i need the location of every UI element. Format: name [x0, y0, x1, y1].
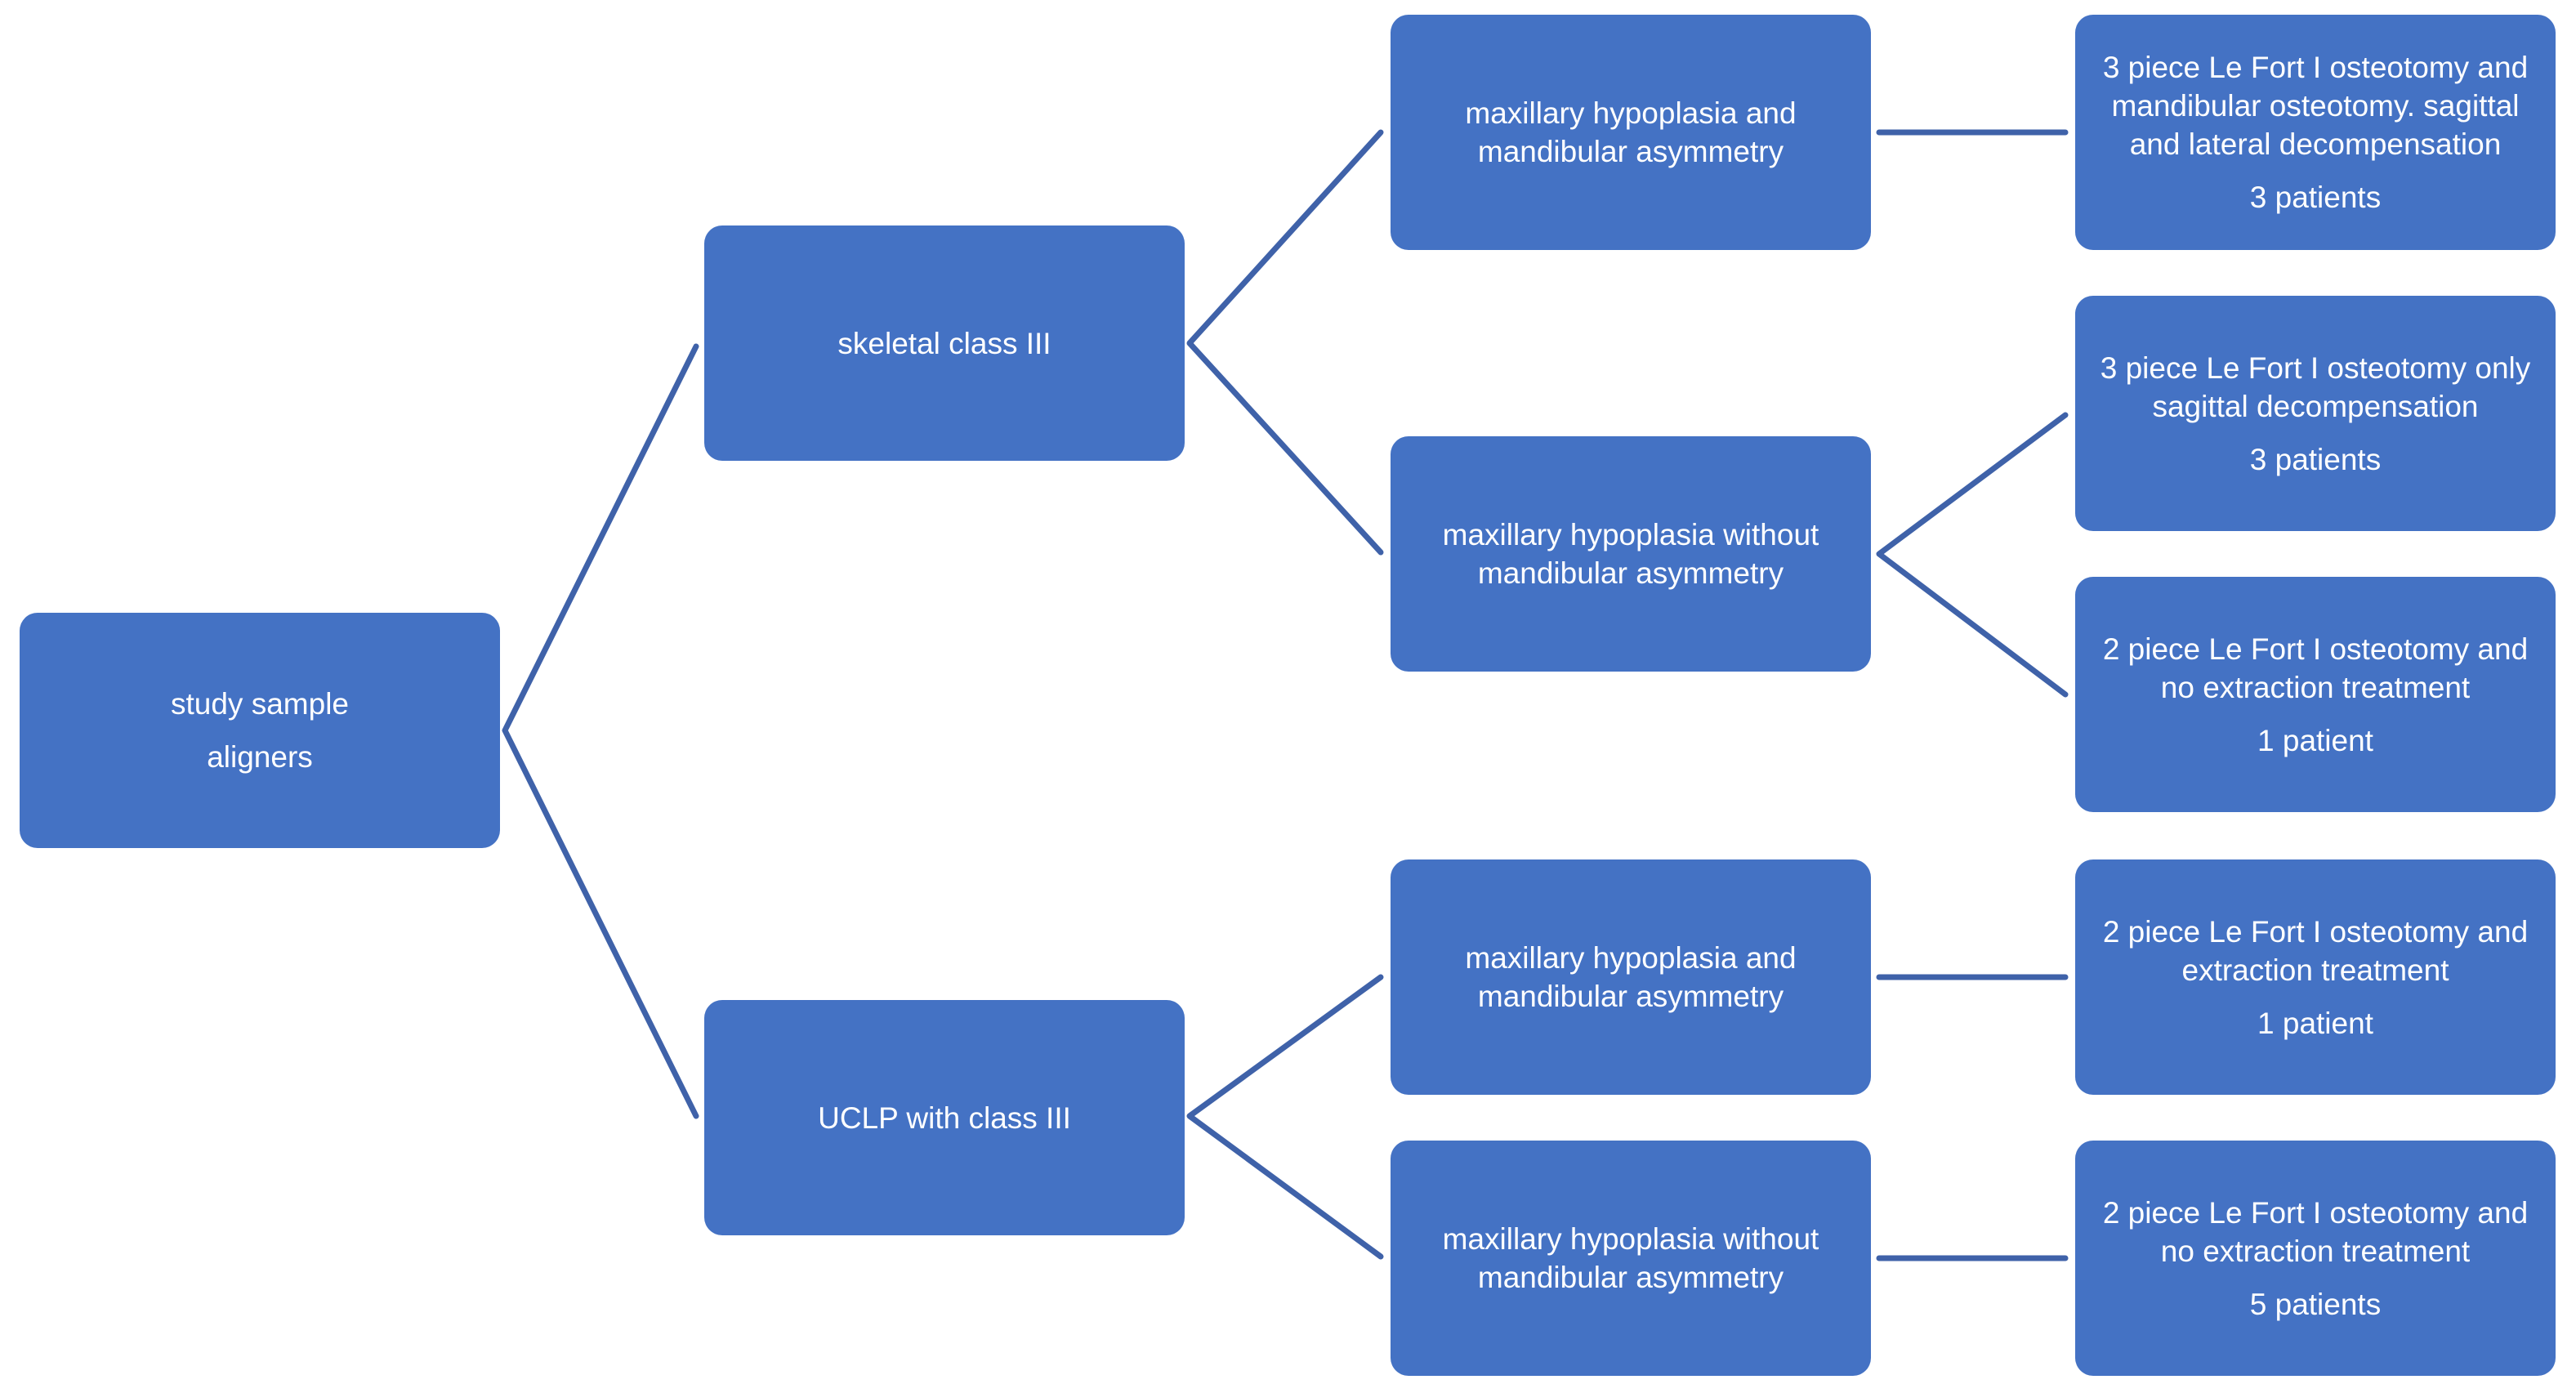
- node-text: 3 piece Le Fort I osteotomy only: [2100, 350, 2531, 385]
- node-treatment-3: 2 piece Le Fort I osteotomy and no extra…: [2075, 577, 2556, 812]
- node-maxillary-with-asymmetry-2: maxillary hypoplasia and mandibular asym…: [1391, 859, 1871, 1095]
- patient-count: 5 patients: [2249, 1287, 2382, 1321]
- node-text: no extraction treatment: [2160, 670, 2471, 704]
- node-treatment-5: 2 piece Le Fort I osteotomy and no extra…: [2075, 1141, 2556, 1376]
- node-text: UCLP with class III: [818, 1101, 1071, 1135]
- node-text: no extraction treatment: [2160, 1234, 2471, 1268]
- connector-root-skeletal: [502, 343, 699, 1119]
- node-text: maxillary hypoplasia without: [1442, 518, 1819, 551]
- node-study-sample: study sample aligners: [20, 613, 500, 848]
- patient-count: 3 patients: [2249, 442, 2382, 476]
- node-text: mandibular asymmetry: [1477, 135, 1784, 168]
- node-text: mandibular asymmetry: [1477, 980, 1784, 1013]
- node-text: 3 piece Le Fort I osteotomy and: [2102, 51, 2529, 84]
- node-text: 2 piece Le Fort I osteotomy and: [2102, 1195, 2529, 1230]
- node-uclp-class-iii: UCLP with class III: [704, 1000, 1185, 1235]
- node-text: mandibular asymmetry: [1477, 1261, 1784, 1294]
- node-text: extraction treatment: [2181, 953, 2449, 987]
- patient-count: 1 patient: [2257, 1006, 2373, 1040]
- node-text: and lateral decompensation: [2129, 127, 2502, 161]
- node-text: aligners: [207, 740, 313, 774]
- node-treatment-4: 2 piece Le Fort I osteotomy and extracti…: [2075, 859, 2556, 1095]
- node-treatment-2: 3 piece Le Fort I osteotomy only sagitta…: [2075, 296, 2556, 531]
- connector-m2-branches: [1876, 412, 2069, 698]
- node-text: 2 piece Le Fort I osteotomy and: [2102, 914, 2529, 949]
- node-text: maxillary hypoplasia without: [1442, 1222, 1819, 1256]
- node-text: mandibular osteotomy. sagittal: [2111, 89, 2520, 123]
- node-treatment-1: 3 piece Le Fort I osteotomy and mandibul…: [2075, 15, 2556, 250]
- node-text: mandibular asymmetry: [1477, 556, 1784, 590]
- node-text: maxillary hypoplasia and: [1465, 96, 1797, 130]
- node-maxillary-with-asymmetry-1: maxillary hypoplasia and mandibular asym…: [1391, 15, 1871, 250]
- patient-count: 1 patient: [2257, 723, 2373, 757]
- patient-count: 3 patients: [2249, 181, 2382, 214]
- connector-skeletal-branches: [1186, 129, 1384, 556]
- connector-uclp-branches: [1186, 974, 1384, 1260]
- node-maxillary-without-asymmetry-2: maxillary hypoplasia without mandibular …: [1391, 1141, 1871, 1376]
- node-text: study sample: [171, 687, 349, 721]
- node-skeletal-class-iii: skeletal class III: [704, 225, 1185, 461]
- node-maxillary-without-asymmetry-1: maxillary hypoplasia without mandibular …: [1391, 436, 1871, 672]
- node-text: sagittal decompensation: [2152, 389, 2479, 423]
- node-text: 2 piece Le Fort I osteotomy and: [2102, 632, 2529, 666]
- node-text: skeletal class III: [837, 326, 1051, 360]
- node-text: maxillary hypoplasia and: [1465, 941, 1797, 975]
